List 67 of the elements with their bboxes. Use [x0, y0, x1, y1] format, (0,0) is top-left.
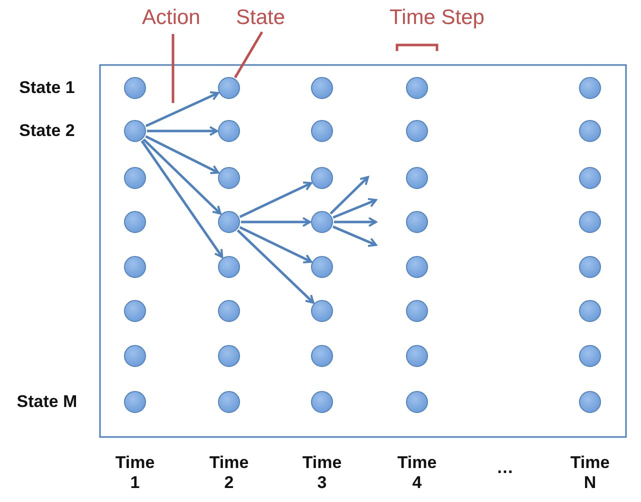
arrow: [334, 217, 377, 227]
state-circle: [311, 300, 333, 322]
column-label: Time 3: [301, 453, 343, 493]
state-circle: [124, 391, 146, 413]
state-circle: [218, 345, 240, 367]
state-circle: [124, 256, 146, 278]
state-circle: [579, 345, 601, 367]
state-circle: [124, 167, 146, 189]
state-circle: [311, 120, 333, 142]
state-circle: [579, 391, 601, 413]
arrow: [332, 226, 377, 247]
state-circle: [124, 345, 146, 367]
state-circle: [406, 120, 428, 142]
arrow: [142, 138, 222, 215]
state-circle: [311, 77, 333, 99]
row-label: State 1: [19, 78, 75, 98]
arrow: [140, 140, 224, 258]
state-circle: [124, 300, 146, 322]
callout-text: Action: [142, 6, 200, 30]
state-circle: [311, 167, 333, 189]
callout-text: Time Step: [390, 6, 484, 30]
state-circle: [124, 77, 146, 99]
state-circle: [218, 391, 240, 413]
leader-line: [172, 34, 174, 103]
state-circle: [406, 211, 428, 233]
arrow: [145, 135, 220, 174]
state-circle: [218, 77, 240, 99]
column-label: Time 2: [208, 453, 250, 493]
column-label: Time N: [569, 453, 611, 493]
arrow: [239, 182, 312, 218]
state-circle: [218, 300, 240, 322]
row-label: State 2: [19, 121, 75, 141]
state-circle: [311, 256, 333, 278]
state-circle: [406, 167, 428, 189]
state-circle: [218, 211, 240, 233]
state-circle: [406, 256, 428, 278]
state-circle: [406, 391, 428, 413]
state-circle: [579, 167, 601, 189]
column-label: Time 4: [396, 453, 438, 493]
state-circle: [124, 211, 146, 233]
ellipsis-label: …: [496, 458, 514, 478]
state-circle: [218, 167, 240, 189]
arrow: [332, 198, 377, 219]
arrow: [239, 226, 312, 264]
state-circle: [579, 256, 601, 278]
arrow: [330, 176, 369, 214]
state-circle: [218, 120, 240, 142]
state-circle: [311, 345, 333, 367]
state-circle: [579, 120, 601, 142]
state-circle: [579, 77, 601, 99]
state-circle: [406, 77, 428, 99]
arrow: [147, 126, 218, 136]
leader-line: [234, 31, 264, 78]
arrow: [241, 217, 311, 227]
state-circle: [579, 300, 601, 322]
arrow: [145, 91, 220, 128]
state-circle: [311, 211, 333, 233]
arrow: [236, 229, 314, 304]
row-label: State M: [16, 392, 78, 412]
callout-text: State: [236, 6, 286, 30]
state-circle: [124, 120, 146, 142]
state-circle: [218, 256, 240, 278]
state-circle: [579, 211, 601, 233]
state-circle: [406, 345, 428, 367]
column-label: Time 1: [114, 453, 156, 493]
state-circle: [406, 300, 428, 322]
state-circle: [311, 391, 333, 413]
